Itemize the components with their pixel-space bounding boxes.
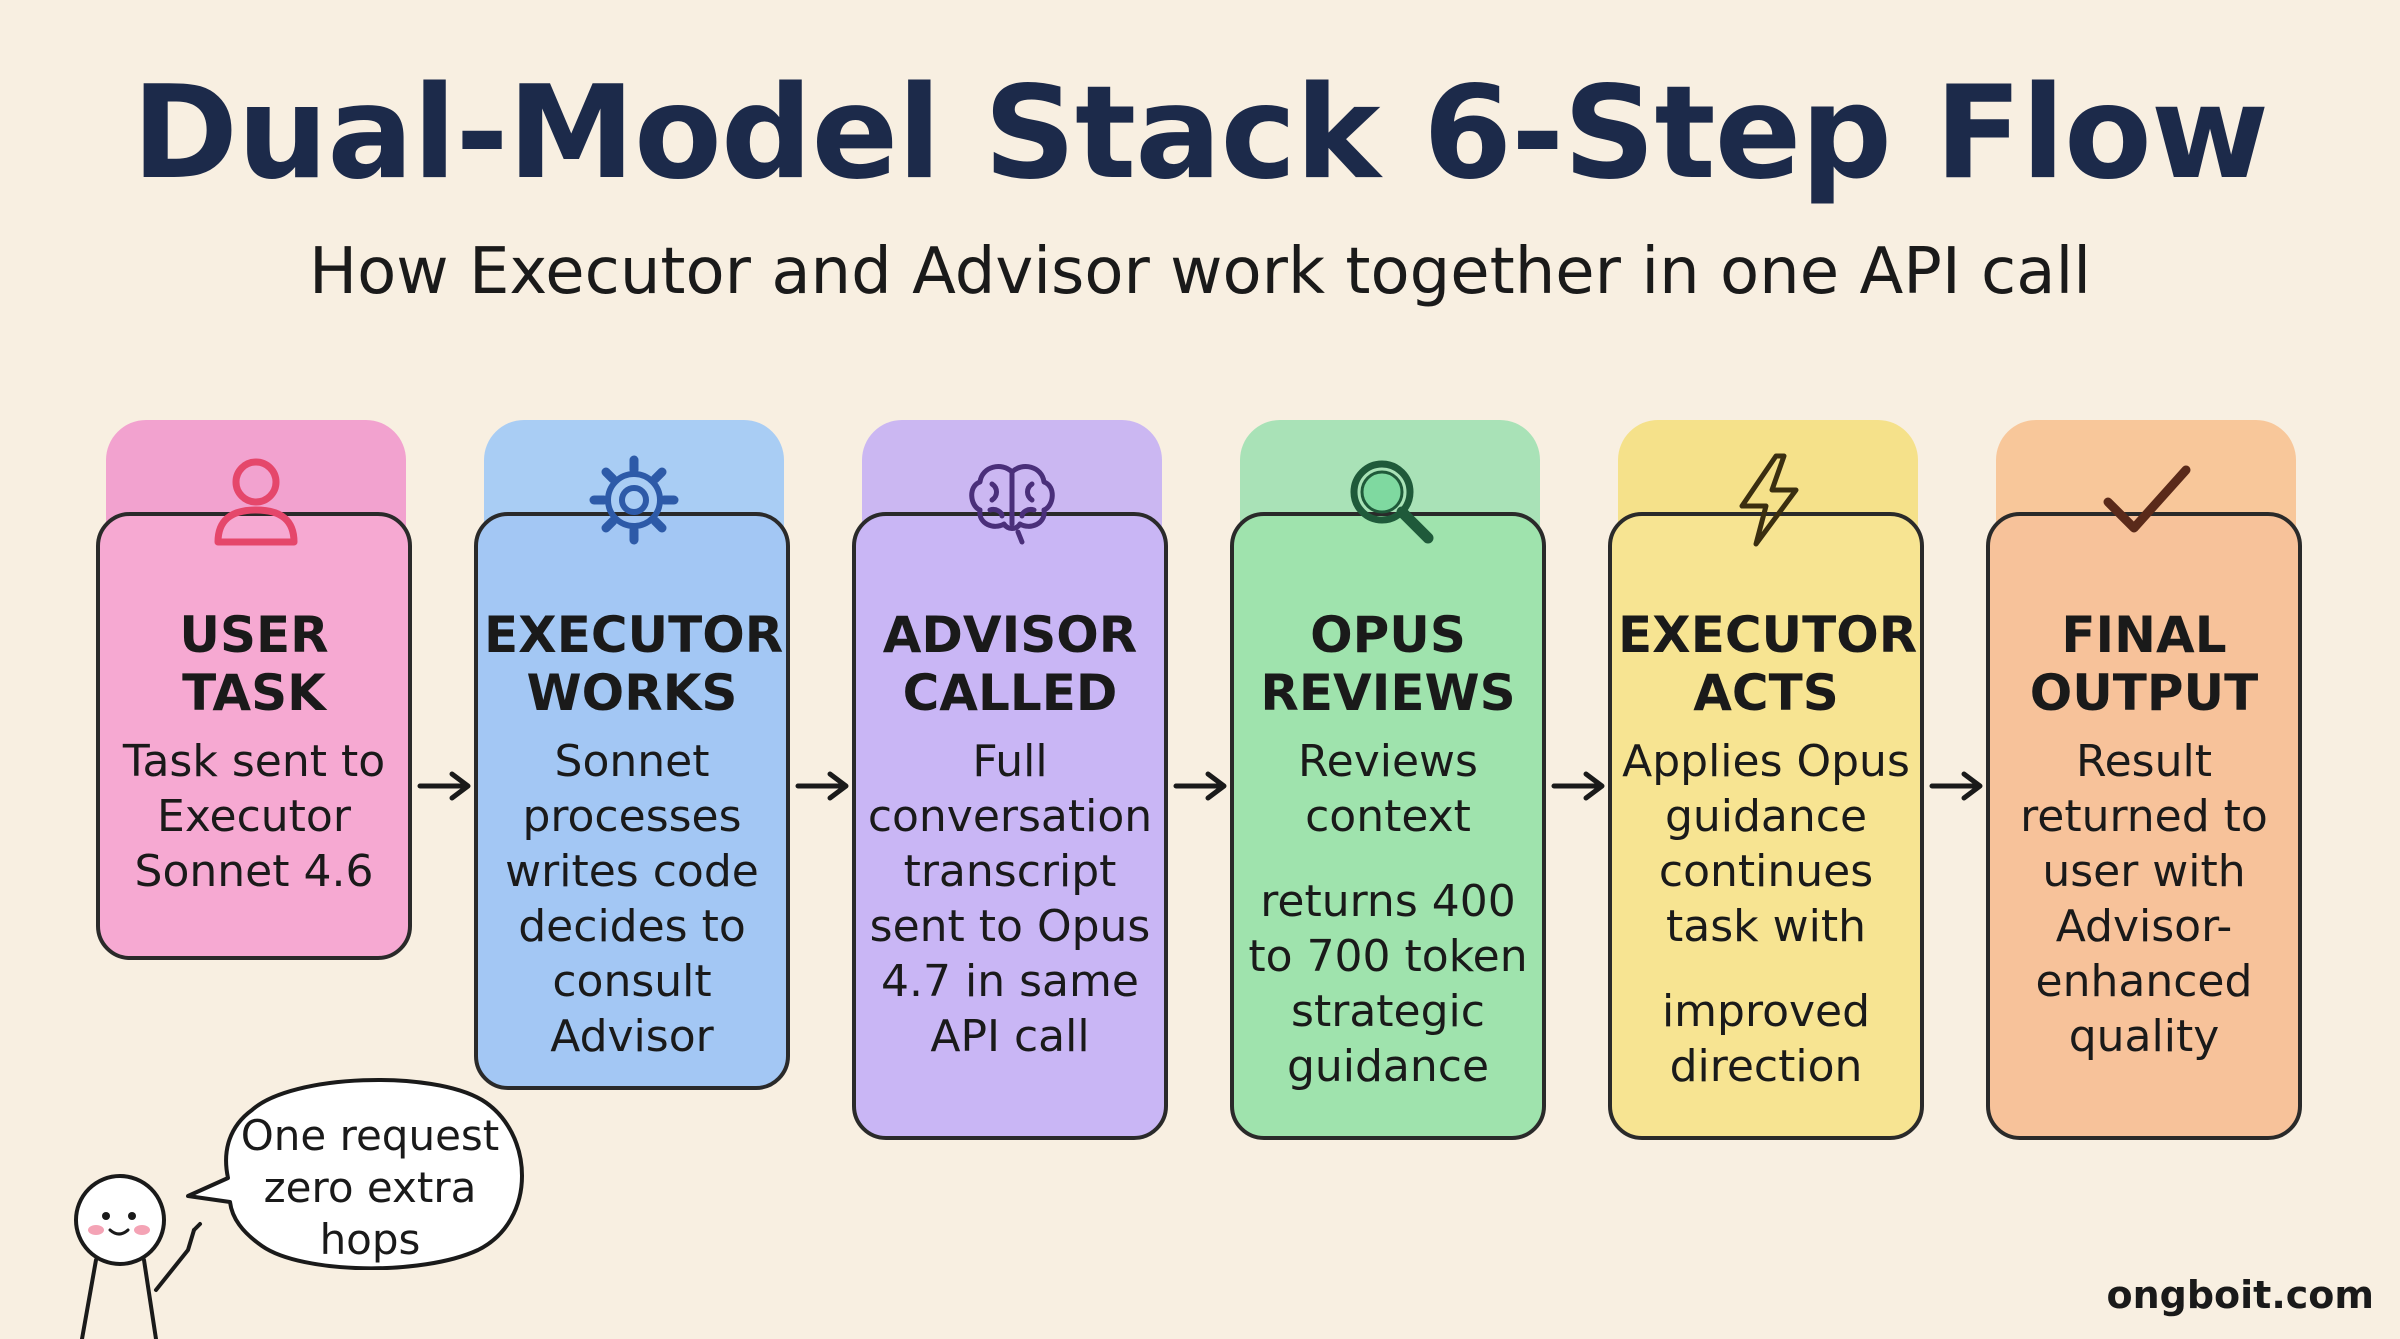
brain-icon bbox=[969, 464, 1055, 545]
step-title: USER TASK bbox=[179, 606, 329, 722]
step-body-extra: improved direction bbox=[1661, 986, 1871, 1092]
step-body: Full conversation transcript sent to Opu… bbox=[867, 736, 1153, 1062]
step-card: EXECUTOR WORKS Sonnet processes writes c… bbox=[474, 512, 790, 1090]
step-body-extra: returns 400 to 700 token strategic guida… bbox=[1248, 876, 1528, 1092]
step-title: FINAL OUTPUT bbox=[2029, 606, 2259, 722]
step-title: ADVISOR CALLED bbox=[882, 606, 1138, 722]
step-body: Task sent to Executor Sonnet 4.6 bbox=[122, 736, 386, 897]
page-title: Dual-Model Stack 6-Step Flow bbox=[131, 59, 2269, 208]
lightning-icon bbox=[1739, 453, 1799, 547]
callout-text: One request zero extra hops bbox=[240, 1111, 500, 1264]
speech-bubble bbox=[186, 1077, 524, 1270]
arrow-right-icon bbox=[795, 771, 849, 801]
magnifier-icon bbox=[1350, 460, 1434, 544]
arrow-right-icon bbox=[1929, 771, 1983, 801]
mascot-figure bbox=[74, 1174, 202, 1339]
step-card: FINAL OUTPUT Result returned to user wit… bbox=[1986, 512, 2302, 1140]
step-body: Applies Opus guidance continues task wit… bbox=[1622, 736, 1910, 952]
site-watermark: ongboit.com bbox=[2106, 1273, 2374, 1317]
step-title: EXECUTOR ACTS bbox=[1618, 606, 1918, 722]
step-card: ADVISOR CALLED Full conversation transcr… bbox=[852, 512, 1168, 1140]
arrow-right-icon bbox=[1173, 771, 1227, 801]
step-title: OPUS REVIEWS bbox=[1260, 606, 1516, 722]
checkmark-icon bbox=[2103, 465, 2191, 533]
step-body: Sonnet processes writes code decides to … bbox=[505, 736, 759, 1062]
page-subtitle: How Executor and Advisor work together i… bbox=[308, 235, 2092, 309]
step-body: Reviews context bbox=[1298, 736, 1478, 842]
step-card: OPUS REVIEWS Reviews context returns 400… bbox=[1230, 512, 1546, 1140]
arrow-right-icon bbox=[1551, 771, 1605, 801]
step-body: Result returned to user with Advisor-enh… bbox=[2020, 736, 2268, 1062]
step-title: EXECUTOR WORKS bbox=[484, 606, 784, 722]
arrow-right-icon bbox=[417, 771, 471, 801]
user-icon bbox=[214, 458, 298, 546]
step-card: USER TASK Task sent to Executor Sonnet 4… bbox=[96, 512, 412, 960]
step-card: EXECUTOR ACTS Applies Opus guidance cont… bbox=[1608, 512, 1924, 1140]
gear-icon bbox=[589, 455, 679, 545]
